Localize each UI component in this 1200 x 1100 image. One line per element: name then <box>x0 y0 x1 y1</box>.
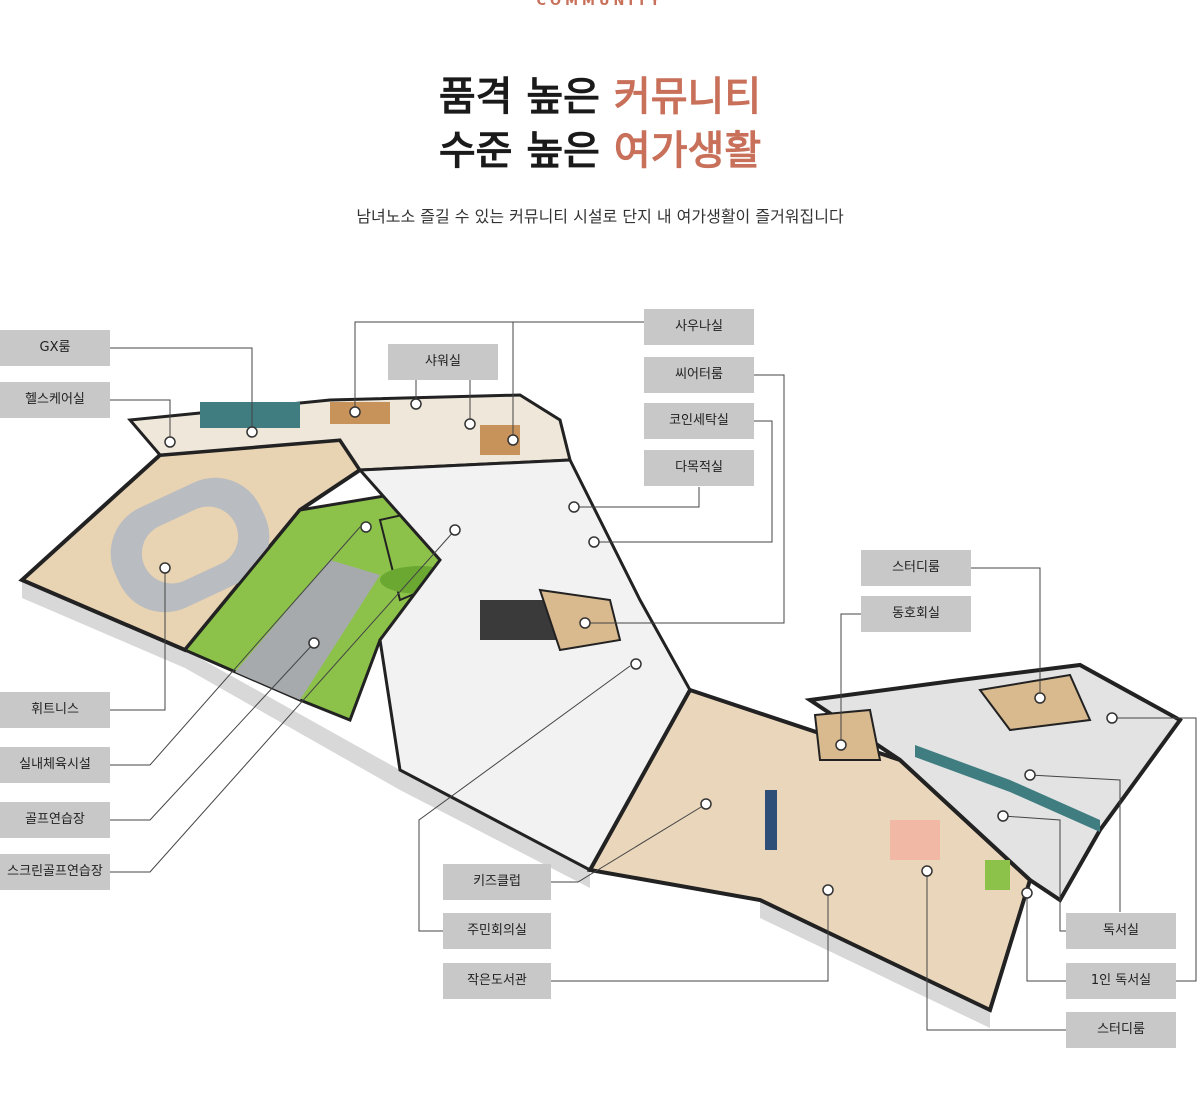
label-club-room: 동호회실 <box>861 596 971 632</box>
leader-seater <box>585 374 785 624</box>
leader-studyroom-top <box>970 567 1041 698</box>
page-title: 품격 높은 커뮤니티 수준 높은 여가생활 <box>0 70 1200 178</box>
label-reading-room: 독서실 <box>1066 913 1176 949</box>
leader-lines <box>110 321 1197 1031</box>
label-gx-room: GX룸 <box>0 330 110 366</box>
label-residents-meeting: 주민회의실 <box>443 913 551 949</box>
title-line-1-lead: 품격 높은 <box>438 74 614 120</box>
marker-studyroom-bottom <box>921 865 933 877</box>
leader-coinwash <box>594 420 773 543</box>
leader-reading <box>1029 774 1121 912</box>
leader-reading-b <box>1002 815 1066 932</box>
indoor-sports-court <box>235 560 380 700</box>
marker-indoor-sports <box>360 521 372 533</box>
leader-single-reading <box>1112 717 1197 982</box>
label-coinwash-room: 코인세탁실 <box>644 403 754 439</box>
page-subtitle: 남녀노소 즐길 수 있는 커뮤니티 시설로 단지 내 여가생활이 즐거워집니다 <box>356 207 844 226</box>
leader-indoor-sports <box>110 526 361 766</box>
leader-residents <box>418 665 631 932</box>
title-line-2-accent: 여가생활 <box>613 128 762 174</box>
marker-studyroom-top <box>1034 692 1046 704</box>
leader-sauna <box>354 321 644 412</box>
slab-side-left <box>22 580 590 888</box>
leader-single-reading-b <box>1026 893 1066 982</box>
marker-sauna-a <box>349 406 361 418</box>
marker-seater <box>579 617 591 629</box>
marker-library <box>822 884 834 896</box>
label-shower-room: 샤워실 <box>388 344 498 380</box>
single-reading-green <box>985 860 1010 890</box>
leader-gx <box>110 347 253 432</box>
gx-room-wall <box>200 402 300 428</box>
reading-teal-wall <box>915 745 1100 832</box>
label-small-library: 작은도서관 <box>443 963 551 999</box>
leader-multipurpose <box>574 487 700 508</box>
label-multipurpose-room: 다목적실 <box>644 450 754 486</box>
kids-blue-wall <box>765 790 777 850</box>
leader-fitness <box>110 568 166 711</box>
title-line-1-accent: 커뮤니티 <box>613 74 762 120</box>
leader-kids <box>551 803 707 883</box>
label-healthcare-room: 헬스케어실 <box>0 382 110 418</box>
marker-residents <box>630 658 642 670</box>
marker-shower-b <box>464 418 476 430</box>
title-line-1: 품격 높은 커뮤니티 <box>0 70 1200 124</box>
label-sauna-room: 사우나실 <box>644 309 754 345</box>
multipurpose-room <box>538 588 622 652</box>
leader-screen-golf <box>110 529 456 873</box>
label-screen-golf: 스크린골프연습장 <box>0 854 110 890</box>
marker-single-reading-b <box>1021 887 1033 899</box>
leader-studyroom-bottom <box>926 871 1066 1031</box>
marker-sauna-b <box>507 434 519 446</box>
label-golf-practice: 골프연습장 <box>0 802 110 838</box>
marker-gx <box>246 426 258 438</box>
marker-coinwash <box>588 536 600 548</box>
marker-dots <box>159 398 1118 899</box>
marker-golf <box>308 637 320 649</box>
label-studyroom-bottom: 스터디룸 <box>1066 1012 1176 1048</box>
label-indoor-sports: 실내체육시설 <box>0 747 110 783</box>
label-studyroom-top: 스터디룸 <box>861 550 971 586</box>
library-pink-room <box>890 820 940 860</box>
marker-kids <box>700 798 712 810</box>
leader-healthcare <box>110 399 171 442</box>
club-room-floor <box>813 708 882 761</box>
label-single-reading-room: 1인 독서실 <box>1066 963 1176 999</box>
marker-shower-a <box>410 398 422 410</box>
section-eyebrow: COMMUNITY <box>536 0 664 9</box>
label-kids-club: 키즈클럽 <box>443 864 551 900</box>
label-seater-room: 씨어터룸 <box>644 357 754 393</box>
marker-multipurpose <box>568 501 580 513</box>
leader-golf <box>110 642 315 821</box>
marker-screen-golf <box>449 524 461 536</box>
marker-club <box>835 739 847 751</box>
leader-library <box>551 890 829 982</box>
leader-club <box>840 613 861 745</box>
marker-fitness <box>159 562 171 574</box>
marker-reading <box>1024 769 1036 781</box>
slab-side-right <box>760 900 990 1028</box>
marker-reading-b <box>997 810 1009 822</box>
title-line-2: 수준 높은 여가생활 <box>0 124 1200 178</box>
marker-healthcare <box>164 436 176 448</box>
marker-single-reading <box>1106 712 1118 724</box>
label-fitness: 휘트니스 <box>0 692 110 728</box>
title-line-2-lead: 수준 높은 <box>438 128 614 174</box>
